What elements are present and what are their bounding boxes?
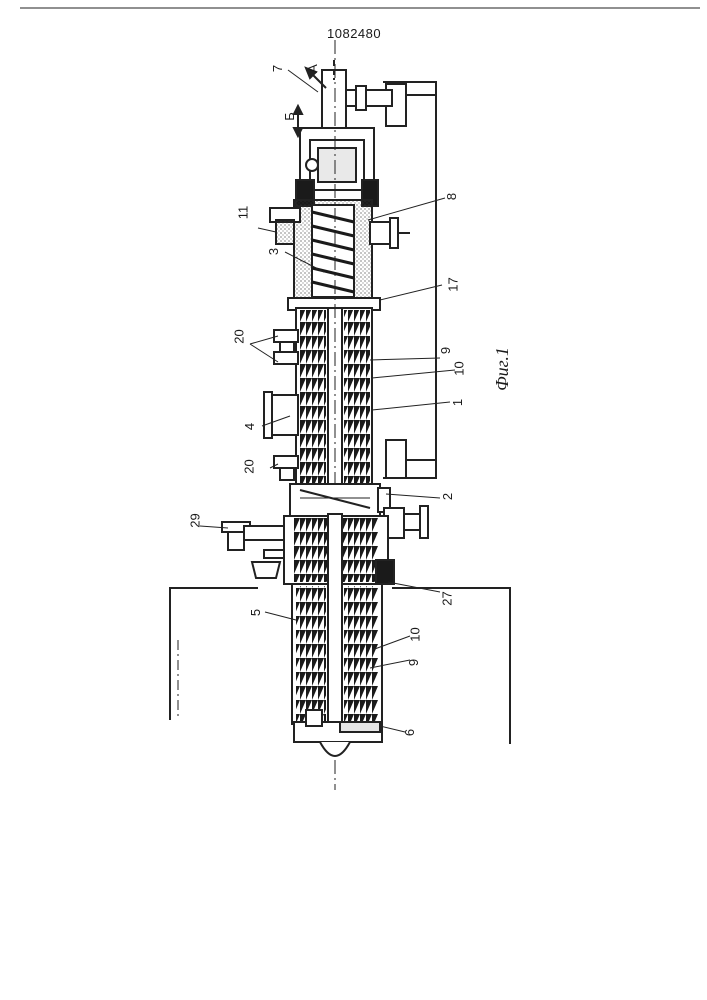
callout-1: 1 xyxy=(451,399,464,406)
callout-20-top: 20 xyxy=(233,329,246,343)
callout-29: 29 xyxy=(189,513,202,527)
lower-barrel xyxy=(284,514,394,756)
callout-27: 27 xyxy=(441,591,454,605)
callout-6: 6 xyxy=(403,729,416,736)
drive-unit xyxy=(296,60,392,206)
figure-caption: Фиг.1 xyxy=(493,347,511,391)
feed-section xyxy=(270,200,410,300)
callout-11: 11 xyxy=(236,206,249,220)
callout-7: 7 xyxy=(271,65,284,72)
callout-20-bottom: 20 xyxy=(243,459,256,473)
patent-number: 1082480 xyxy=(327,27,381,40)
callout-5: 5 xyxy=(249,609,262,616)
callout-8: 8 xyxy=(445,193,458,200)
outlet-29 xyxy=(222,522,292,578)
callout-10-top: 10 xyxy=(453,361,466,375)
callout-17: 17 xyxy=(447,277,460,291)
callout-4: 4 xyxy=(243,423,256,430)
arrow-label-a: А xyxy=(306,64,319,73)
callout-9-top: 9 xyxy=(439,347,452,354)
callout-3: 3 xyxy=(267,248,280,255)
callout-10-bottom: 10 xyxy=(409,627,422,641)
callout-9-bottom: 9 xyxy=(407,659,420,666)
arrow-label-b: Б xyxy=(283,112,296,121)
machine-bed xyxy=(383,82,436,478)
callout-2: 2 xyxy=(441,493,454,500)
